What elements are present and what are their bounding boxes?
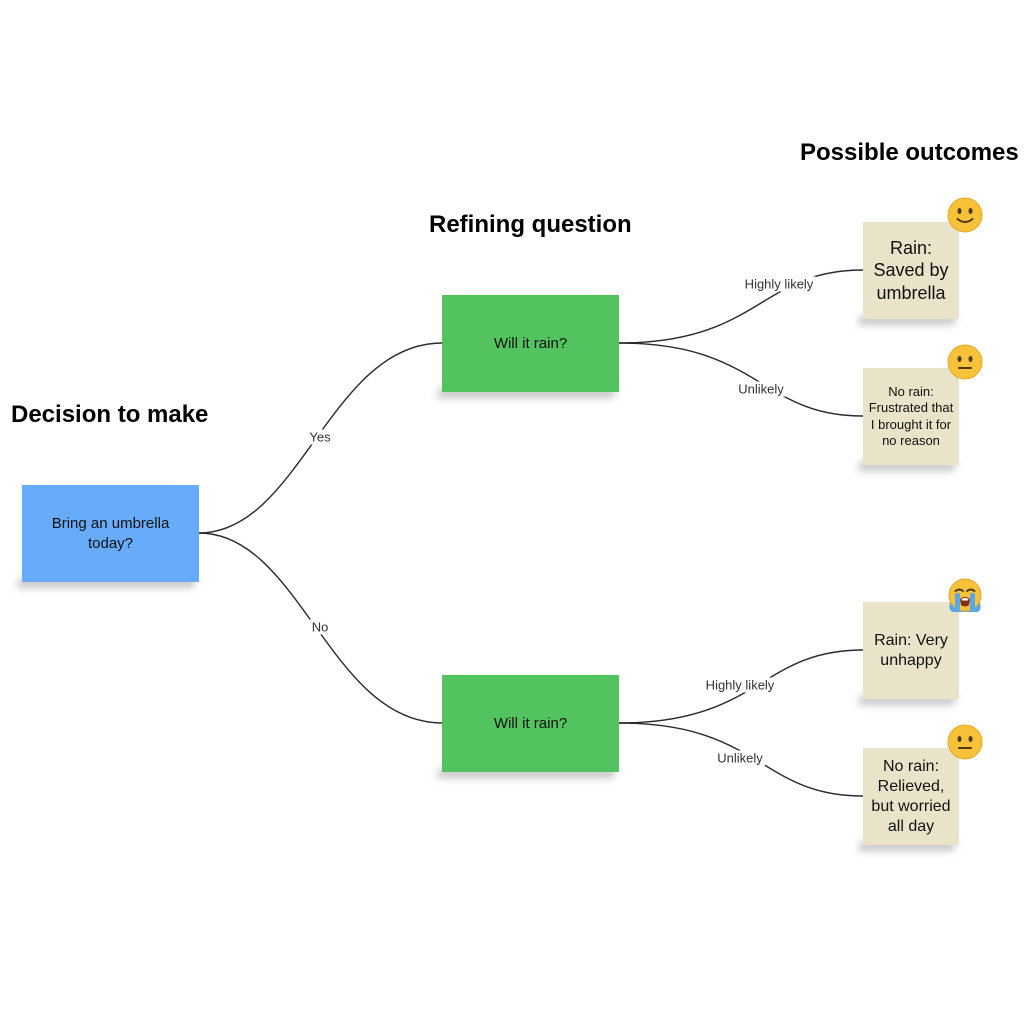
- outcome-note-no-rain-relieved[interactable]: No rain: Relieved, but worried all day: [863, 748, 959, 845]
- outcome-note-rain-unhappy[interactable]: Rain: Very unhappy: [863, 602, 959, 699]
- edge-label-yes: Yes: [307, 429, 333, 445]
- question-node-yes[interactable]: Will it rain?: [442, 295, 619, 392]
- decision-node[interactable]: Bring an umbrella today?: [22, 485, 199, 582]
- question-node-no[interactable]: Will it rain?: [442, 675, 619, 772]
- connector-yes-unlikely: [618, 342, 864, 417]
- neutral-face-icon: [947, 344, 983, 380]
- outcome-note-no-rain-frustrated[interactable]: No rain: Frustrated that I brought it fo…: [863, 368, 959, 465]
- outcome-note-rain-saved[interactable]: Rain: Saved by umbrella: [863, 222, 959, 319]
- edge-label-yes-highly-likely: Highly likely: [742, 276, 816, 292]
- neutral-face-icon: [947, 724, 983, 760]
- connector-yes-highly-likely: [618, 269, 864, 344]
- edge-label-yes-unlikely: Unlikely: [736, 381, 786, 397]
- refining-question-heading: Refining question: [429, 211, 632, 238]
- edge-label-no-highly-likely: Highly likely: [703, 677, 777, 693]
- edge-label-no: No: [309, 619, 331, 635]
- possible-outcomes-heading: Possible outcomes: [800, 139, 1019, 166]
- decision-heading: Decision to make: [11, 401, 209, 428]
- slightly-smiling-face-icon: [947, 197, 983, 233]
- loudly-crying-face-icon: [948, 578, 982, 612]
- edge-label-no-unlikely: Unlikely: [715, 750, 765, 766]
